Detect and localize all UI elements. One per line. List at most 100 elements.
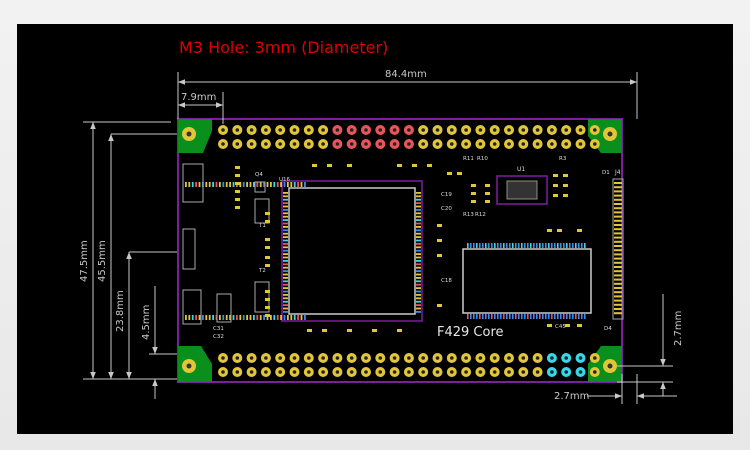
sdram-pin: [536, 314, 538, 319]
j4-pin: [614, 261, 622, 264]
j4-pin: [614, 249, 622, 252]
j4-pin: [614, 182, 622, 184]
mcu-pin: [253, 315, 255, 320]
label-c31: C31: [213, 326, 224, 332]
mcu-pin: [283, 222, 288, 225]
mcu-pin: [236, 315, 238, 320]
sdram-pin: [554, 243, 556, 248]
j4-pin: [614, 236, 622, 239]
passive-pad: [471, 184, 476, 187]
passive-pad: [485, 184, 490, 187]
sdram-pin: [503, 243, 505, 248]
j4-pin: [614, 295, 622, 298]
sdram-pin: [572, 314, 574, 319]
mcu-pin: [283, 205, 288, 208]
mcu-pin: [290, 182, 293, 187]
sdram-pin: [560, 314, 562, 319]
mcu-pin: [416, 246, 421, 249]
mcu-pin: [416, 236, 421, 238]
j4-pin: [614, 224, 622, 226]
mcu-pin: [188, 182, 191, 187]
mcu-pin: [416, 287, 421, 289]
mcu-pin: [202, 315, 204, 320]
passive-pad: [563, 184, 568, 187]
board-label: F429 Core: [437, 325, 504, 340]
sdram-pin: [476, 243, 478, 248]
mcu-pin: [198, 315, 201, 320]
mcu-pin: [293, 315, 296, 320]
passive-pad: [437, 224, 442, 227]
mcu-pin: [273, 182, 276, 187]
mcu-pin: [283, 182, 286, 187]
sdram-pin: [515, 243, 517, 248]
passive-pad: [235, 182, 240, 185]
mcu-pin: [225, 315, 228, 320]
mcu-chip: [185, 180, 423, 322]
mcu-pin: [283, 300, 288, 303]
mcu-pin: [416, 311, 421, 313]
passive-pad: [347, 164, 352, 167]
sdram-pin: [515, 314, 517, 319]
mcu-pin: [256, 315, 259, 320]
j4-pin: [614, 287, 622, 289]
mcu-pin: [263, 315, 265, 320]
mcu-pin: [283, 277, 288, 279]
sdram-pin: [470, 243, 472, 248]
mcu-pin: [416, 229, 421, 232]
sdram-pin: [482, 243, 484, 248]
dimension-labels: 84.4mm 7.9mm 47.5mm 45.5mm 23.8mm 4.5mm …: [79, 69, 684, 402]
passive-pad: [485, 200, 490, 203]
sdram-pin: [497, 314, 499, 319]
sdram-pin: [512, 243, 514, 248]
component-labels: Q4 U16 T1 T2 R3 R11 R10 R13 R12 C19 C20 …: [213, 156, 612, 340]
sdram-pin: [476, 314, 478, 319]
mcu-pin: [283, 192, 288, 194]
j4-pin: [614, 190, 622, 193]
mcu-pin: [263, 182, 265, 187]
dim-height-mid-label: 23.8mm: [115, 290, 126, 332]
j4-pin: [614, 203, 622, 205]
mcu-pin: [416, 266, 421, 269]
sdram-pin: [569, 314, 571, 319]
sdram-pin: [545, 243, 547, 248]
j4-pin: [614, 215, 622, 218]
passive-pad: [563, 174, 568, 177]
mcu-pin: [225, 182, 228, 187]
mcu-pin: [416, 212, 421, 215]
j4-pin: [614, 303, 622, 306]
sdram-pin: [494, 243, 496, 248]
passive-pad: [347, 329, 352, 332]
j4-pin: [614, 232, 622, 235]
sdram-pin: [548, 314, 550, 319]
mcu-pin: [249, 182, 252, 187]
mcu-pin: [416, 215, 421, 218]
mcu-pin: [416, 280, 421, 283]
sdram-pin: [506, 314, 508, 319]
sdram-pin: [479, 314, 481, 319]
passive-pad: [471, 200, 476, 203]
sdram-pin: [539, 243, 541, 248]
mcu-pin: [229, 182, 231, 187]
sdram-pin: [500, 314, 502, 319]
sdram-pin: [506, 243, 508, 248]
sdram-pin: [581, 243, 583, 248]
mcu-pin: [416, 198, 421, 201]
label-c45: C45: [555, 324, 566, 330]
j4-pin: [614, 186, 622, 189]
mcu-pin: [208, 315, 211, 320]
mcu-pin: [208, 182, 211, 187]
dim-height-holes-label: 45.5mm: [97, 240, 108, 282]
j4-pin: [614, 291, 622, 294]
mcu-pin: [283, 239, 288, 242]
sdram-pin: [470, 314, 472, 319]
mcu-pin: [283, 215, 288, 218]
mcu-pin: [222, 315, 225, 320]
passive-pad: [397, 329, 402, 332]
mcu-pin: [416, 205, 421, 208]
sdram-pin: [533, 314, 535, 319]
sdram-pin: [485, 314, 487, 319]
mcu-pin: [266, 315, 269, 320]
sdram-pin: [578, 314, 580, 319]
passive-pad: [547, 324, 552, 327]
mcu-pin: [283, 260, 288, 262]
